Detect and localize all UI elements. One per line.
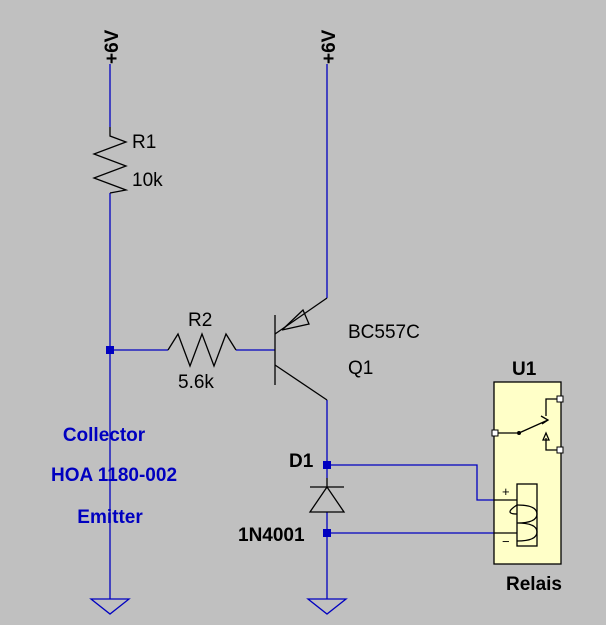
relay-coil-icon (494, 483, 538, 547)
r2-ref: R2 (188, 310, 212, 331)
sensor-label-emitter: Emitter (77, 507, 143, 528)
junction-dot (323, 529, 331, 537)
r1-ref: R1 (132, 132, 156, 153)
q1-collector-lead (274, 364, 328, 401)
r2-value: 5.6k (178, 372, 214, 393)
relay-pin-plus: + (502, 484, 510, 499)
relay-terminal (556, 446, 564, 454)
resistor-r1: R1 10k (92, 127, 163, 194)
relay-terminal (491, 429, 499, 437)
resistor-r2: R2 5.6k (167, 310, 237, 393)
relay-body (493, 381, 562, 565)
power-label-left: +6V (102, 29, 123, 64)
relay-label: Relais (506, 574, 562, 595)
q1-model: BC557C (348, 322, 420, 343)
power-label-right: +6V (319, 29, 340, 64)
d1-ref: D1 (289, 451, 314, 472)
ground-icon (306, 598, 348, 615)
diode-d1: D1 1N4001 (238, 451, 346, 546)
sensor-label-collector: Collector (63, 425, 146, 446)
q1-emitter-arrow (281, 308, 310, 331)
relay-pin-minus: − (502, 534, 510, 549)
relay-u1: U1 Relais + − (491, 359, 564, 595)
relay-switch-icon (498, 398, 557, 451)
q1-ref: Q1 (348, 358, 373, 379)
wire-d1-to-relay-plus (327, 464, 494, 501)
sensor-label-part: HOA 1180-002 (51, 465, 177, 486)
transistor-q1: BC557C Q1 (274, 297, 420, 401)
r1-value: 10k (132, 170, 163, 191)
junction-dot (323, 461, 331, 469)
relay-terminal (556, 395, 564, 403)
wires (106, 64, 494, 599)
relay-ref: U1 (512, 359, 537, 380)
d1-model: 1N4001 (238, 525, 305, 546)
ground-icon (89, 598, 131, 615)
d1-triangle (308, 485, 346, 513)
junction-dot (106, 346, 114, 354)
